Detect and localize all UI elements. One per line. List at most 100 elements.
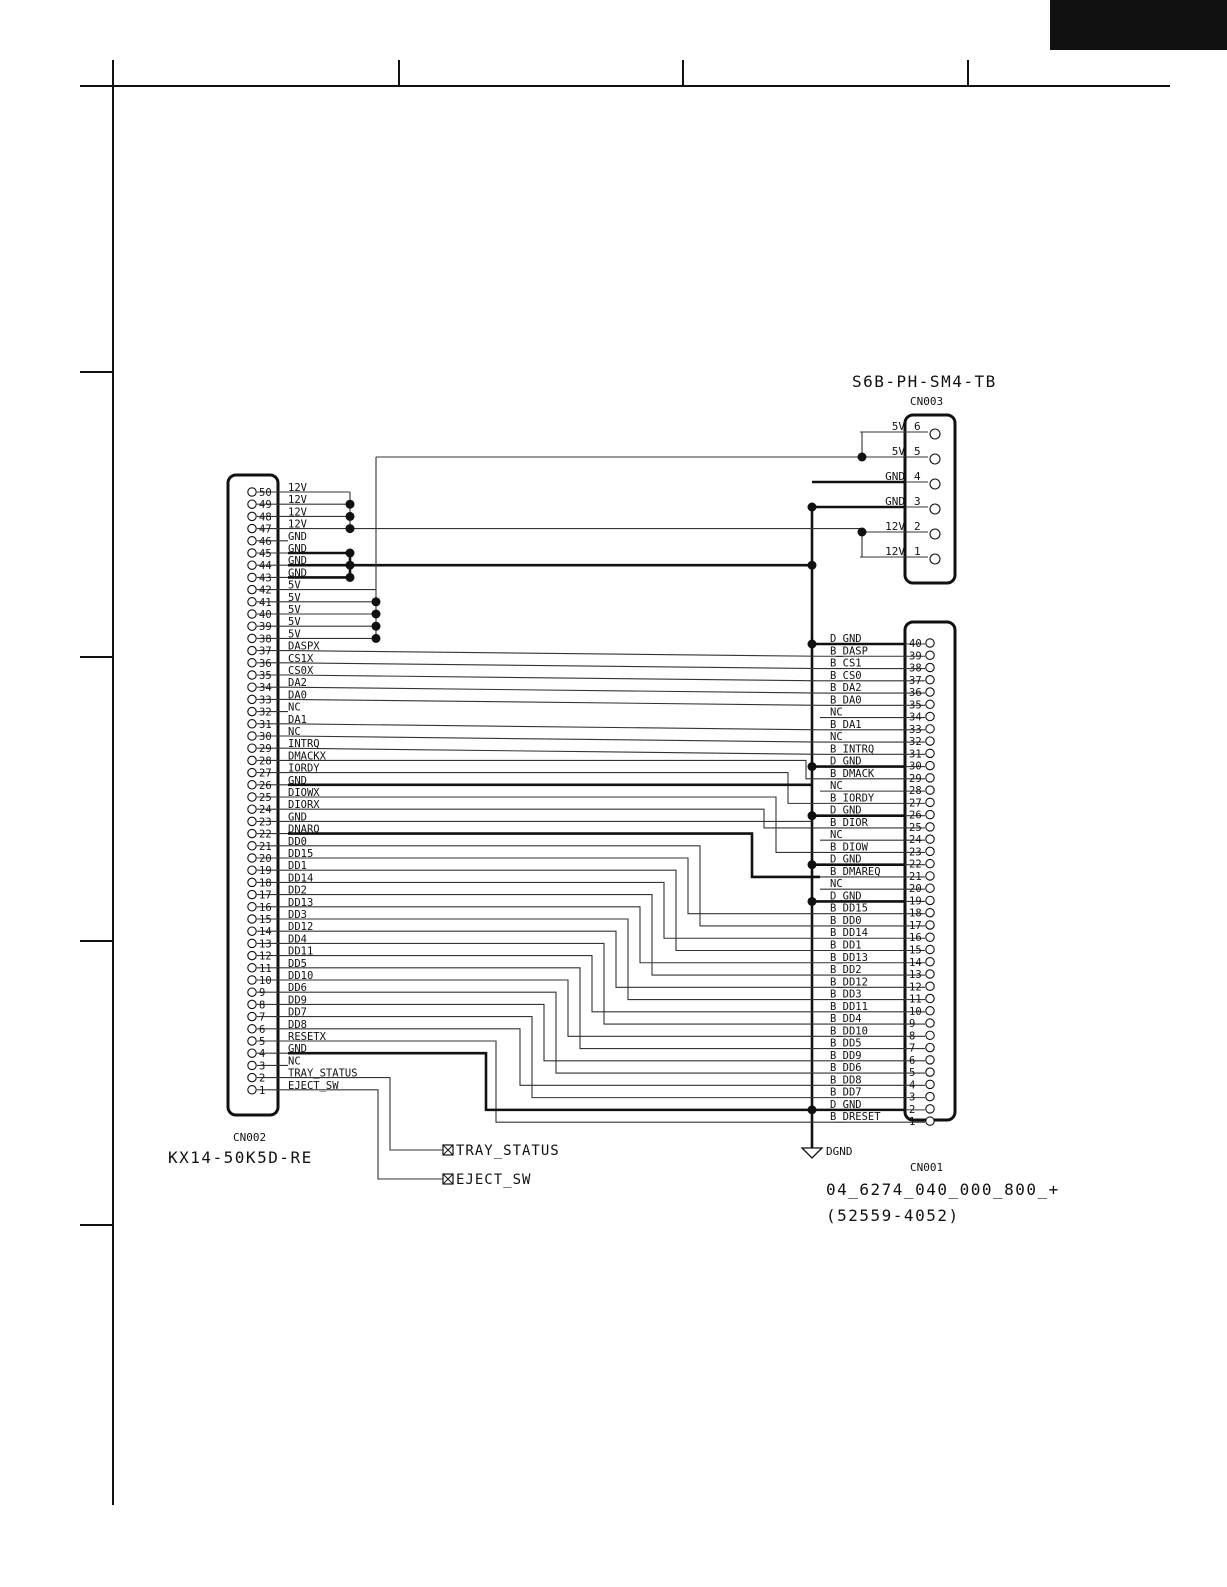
cn001-pin-18-number: 18 — [909, 908, 922, 920]
cn002-pin-5-signal: RESETX — [288, 1031, 327, 1043]
signal-11-to-7 — [288, 967, 820, 1050]
cn001-pin-11-number: 11 — [909, 994, 922, 1006]
cn001-pin-32-signal: NC — [830, 731, 843, 743]
cn002-pin-20-number: 20 — [259, 853, 272, 865]
cn002-pin-6-number: 6 — [259, 1024, 265, 1036]
cn001-pin-7-circle — [925, 1042, 935, 1053]
cn001-pin-20-number: 20 — [909, 883, 922, 895]
signal-37-to-39 — [287, 650, 821, 657]
cn003-pin-4-signal: GND — [885, 470, 905, 483]
cn002-pin-8-signal: DD9 — [288, 994, 307, 1006]
cn001-pin-1-signal: B_DRESET — [830, 1111, 881, 1123]
cn001-pin-33-number: 33 — [909, 724, 922, 736]
cn001-pin-15-number: 15 — [909, 945, 922, 957]
cn002-pin-46-number: 46 — [259, 536, 272, 548]
cn001-pin-37-signal: B_CS0 — [830, 670, 862, 682]
cn002-pin-13-number: 13 — [259, 938, 272, 950]
cn001-pin-33-signal: B_DA1 — [830, 719, 862, 731]
signal-19-to-15 — [288, 869, 820, 952]
cn001-pin-19-signal: D_GND — [830, 890, 862, 902]
cn002-pin-22-signal: DNARQ — [288, 824, 320, 836]
cn002-pin-11-signal: DD5 — [288, 958, 307, 970]
cn001-alt-part-number: (52559-4052) — [826, 1206, 960, 1225]
cn003-pin-3-circle — [929, 503, 941, 515]
cn001-pin-26-circle — [925, 809, 935, 820]
gnd-junction-cn001-22 — [807, 860, 817, 870]
cn003-pin-3-signal: GND — [885, 495, 905, 508]
cn002-pin-34-number: 34 — [259, 682, 272, 694]
signal-22-to-21 — [288, 832, 820, 879]
cn002-pin-38-circle — [247, 633, 257, 644]
cn002-pin-8-number: 8 — [259, 999, 265, 1011]
signal-33-to-35 — [287, 698, 821, 706]
cn002-pin-34-signal: DA2 — [288, 677, 307, 689]
cn001-pin-30-number: 30 — [909, 761, 922, 773]
cn002-pin-6-signal: DD8 — [288, 1019, 307, 1031]
cn001-pin-37-number: 37 — [909, 675, 922, 687]
cn002-pin-20-circle — [247, 853, 257, 863]
cn002-pin-40-number: 40 — [259, 609, 272, 621]
cn001-pin-2-circle — [925, 1104, 935, 1114]
cn001-pin-11-signal: B_DD3 — [830, 989, 862, 1001]
cn002-pin-10-number: 10 — [259, 975, 272, 987]
signal-6-to-4 — [288, 1028, 820, 1086]
gnd-junction-cn002-45 — [345, 548, 355, 558]
cn002-pin-37-signal: DASPX — [288, 641, 320, 653]
signal-30-to-32 — [287, 735, 821, 743]
cn002-pin-13-signal: DD4 — [288, 933, 307, 945]
cn001-pin-18-circle — [925, 907, 935, 918]
cn002-pin-48-number: 48 — [259, 511, 272, 523]
cn002-pin-43-circle — [247, 572, 257, 583]
cn001-pin-3-signal: B_DD7 — [830, 1087, 862, 1099]
cn001-pin-17-circle — [925, 920, 935, 930]
cn002-pin-35-circle — [247, 670, 257, 680]
cn001-pin-20-signal: NC — [830, 878, 843, 890]
cn002-pin-23-number: 23 — [259, 816, 272, 828]
cn001-pin-24-signal: NC — [830, 829, 843, 841]
cn002-pin-2-signal: TRAY_STATUS — [288, 1068, 358, 1080]
cn002-pin-10-signal: DD10 — [288, 970, 313, 982]
cn002-pin-20-signal: DD15 — [288, 848, 313, 860]
cn001-pin-28-signal: NC — [830, 780, 843, 792]
cn003-pin-5-signal: 5V — [892, 445, 906, 458]
cn002-pin-45-signal: GND — [288, 543, 307, 555]
cn002-pin-16-circle — [247, 902, 257, 912]
cn001-pin-33-circle — [925, 724, 935, 734]
gnd-junction-cn002-43 — [345, 572, 355, 582]
cn002-pin-2-number: 2 — [259, 1073, 265, 1085]
cn001-pin-36-signal: B_DA2 — [830, 682, 862, 694]
signal-35-to-37 — [287, 674, 821, 682]
cn002-pin-15-circle — [247, 914, 257, 924]
cn002-pin-16-number: 16 — [259, 902, 272, 914]
cn002-pin-47-circle — [247, 523, 257, 534]
ground-triangle-icon — [800, 1147, 824, 1159]
cn002-pin-23-signal: GND — [288, 811, 307, 823]
cn002-pin-37-circle — [247, 645, 257, 656]
cn001-pin-21-number: 21 — [909, 871, 922, 883]
cn002-pin-28-number: 28 — [259, 755, 272, 767]
signal-10-to-8 — [288, 979, 820, 1037]
cn002-pin-44-signal: GND — [288, 555, 307, 567]
cn002-pin-44-circle — [247, 560, 257, 570]
cn002-pin-36-circle — [247, 658, 257, 668]
cn001-pin-8-circle — [925, 1030, 935, 1041]
cn001-pin-28-number: 28 — [909, 785, 922, 797]
cn002-pin-21-circle — [247, 841, 257, 851]
cn002-pin-46-signal: GND — [288, 531, 307, 543]
cn001-pin-13-number: 13 — [909, 969, 922, 981]
cn002-pin-8-circle — [247, 999, 257, 1010]
cn002-pin-17-circle — [247, 889, 257, 900]
cn002-pin-1-number: 1 — [259, 1085, 265, 1097]
signal-14-to-12 — [288, 930, 820, 988]
cn001-pin-12-number: 12 — [909, 981, 922, 993]
dgnd-label: DGND — [826, 1145, 853, 1158]
cn002-pin-3-circle — [247, 1060, 257, 1071]
signal-29-to-31 — [287, 747, 821, 755]
cn002-pin-25-signal: DIOWX — [288, 787, 320, 799]
cn001-pin-17-number: 17 — [909, 920, 922, 932]
signal-8-to-6 — [288, 1003, 820, 1062]
cn002-pin-29-signal: INTRQ — [288, 738, 320, 750]
tray-status-terminal-label: TRAY_STATUS — [456, 1143, 560, 1159]
cn002-pin-50-number: 50 — [259, 487, 272, 499]
cn002-pin-30-circle — [247, 731, 257, 741]
